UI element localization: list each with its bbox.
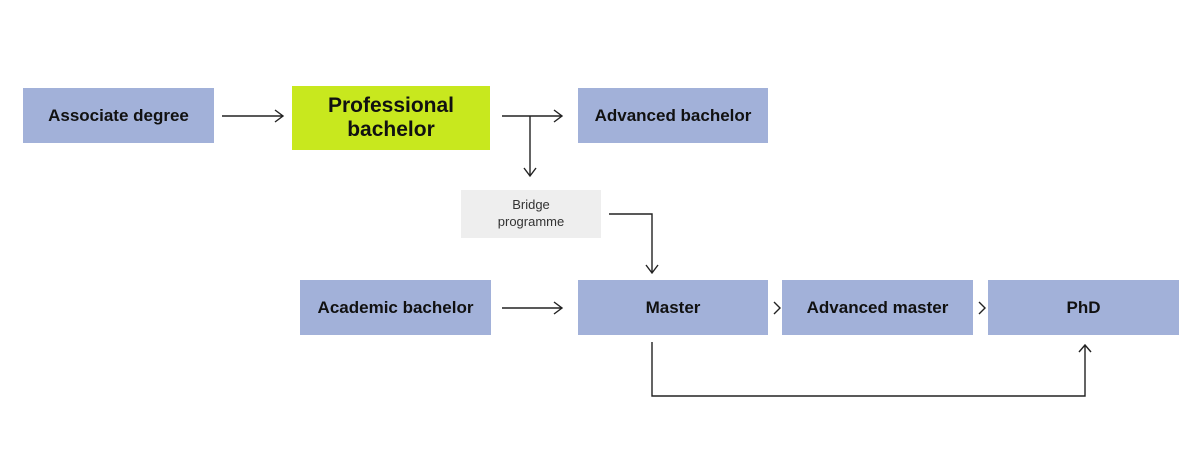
bridge-programme-label-line1: Bridge [512, 197, 550, 213]
arrow-advanced-master-to-phd [978, 301, 986, 315]
arrow-professional-to-bridge [523, 116, 537, 178]
arrow-master-to-advanced-master [773, 301, 781, 315]
arrow-academic-to-master [502, 301, 564, 315]
advanced-master-box: Advanced master [782, 280, 973, 335]
phd-box: PhD [988, 280, 1179, 335]
master-box: Master [578, 280, 768, 335]
arrow-bridge-to-master [609, 213, 659, 275]
master-label: Master [645, 297, 701, 317]
academic-bachelor-box: Academic bachelor [300, 280, 491, 335]
arrow-professional-to-advanced-bachelor [502, 109, 564, 123]
arrow-associate-to-professional [222, 109, 285, 123]
associate-degree-box: Associate degree [23, 88, 214, 143]
arrow-master-to-phd [651, 342, 1092, 397]
academic-bachelor-label: Academic bachelor [317, 297, 474, 317]
professional-bachelor-box: Professional bachelor [292, 86, 490, 150]
advanced-bachelor-box: Advanced bachelor [578, 88, 768, 143]
professional-bachelor-label-line1: Professional [327, 93, 455, 117]
advanced-bachelor-label: Advanced bachelor [594, 105, 752, 125]
advanced-master-label: Advanced master [806, 297, 949, 317]
bridge-programme-label-line2: programme [497, 214, 565, 229]
bridge-programme-box: Bridge programme [461, 190, 601, 238]
associate-degree-label: Associate degree [48, 105, 189, 125]
professional-bachelor-label-line2: bachelor [347, 118, 435, 141]
phd-label: PhD [1066, 297, 1101, 317]
